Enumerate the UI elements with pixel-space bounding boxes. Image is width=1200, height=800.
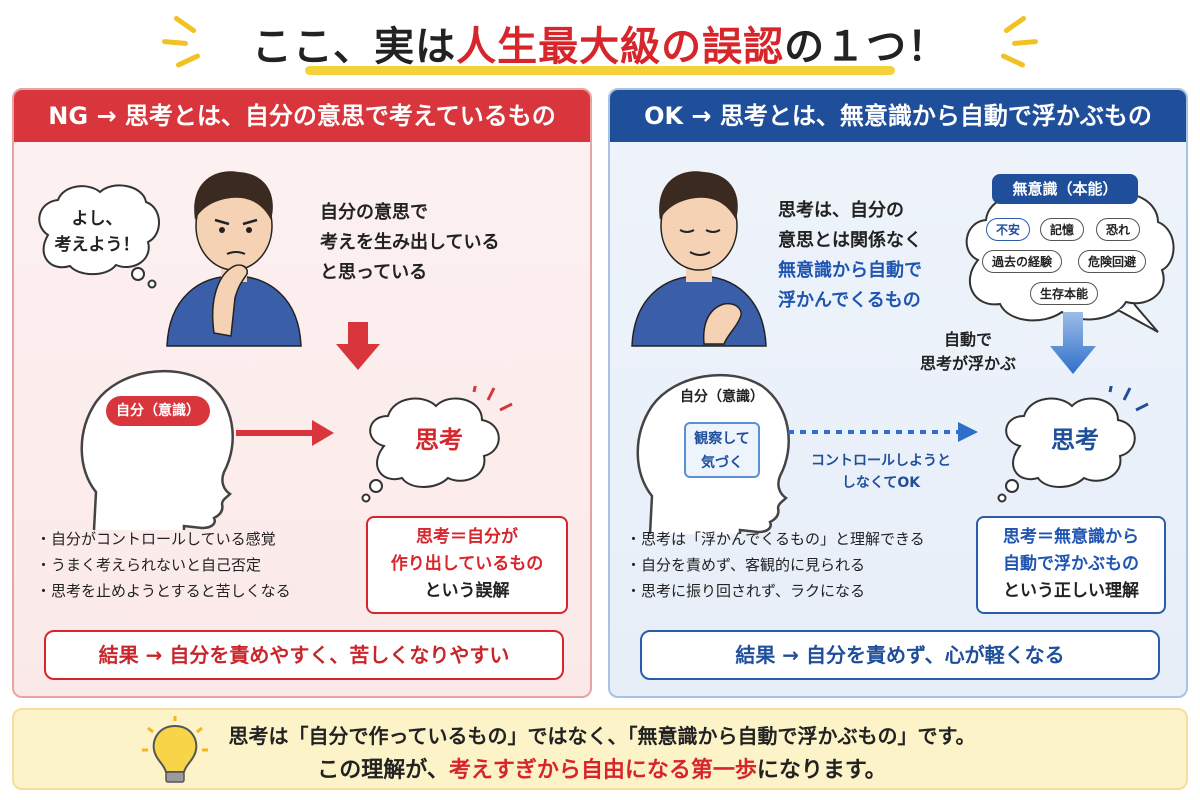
unconscious-tag: 過去の経験 [982, 250, 1063, 273]
auto-thought-label: 自動で 思考が浮かぶ [920, 328, 1016, 376]
control-note-line: コントロールしようと [811, 453, 951, 469]
unconscious-tag: 生存本能 [1030, 282, 1099, 305]
list-item: うまく考えられないと自己否定 [36, 552, 291, 578]
title-suffix: の１つ！ [784, 24, 949, 70]
ok-caption-line: 意思とは関係なく [778, 230, 922, 251]
box-line: 思考＝自分が [416, 527, 518, 547]
page-title: ここ、実は人生最大級の誤認の１つ！ [0, 14, 1200, 72]
ok-understanding-box: 思考＝無意識から 自動で浮かぶもの という正しい理解 [976, 516, 1166, 614]
arrow-down-icon [336, 322, 380, 370]
lightbulb-icon [142, 716, 208, 783]
bubble-line-1: よし、 [71, 209, 123, 229]
footer-line-2-emphasis: 考えすぎから自由になる第一歩 [448, 758, 757, 783]
list-item: 思考を止めようとすると苦しくなる [36, 578, 291, 604]
footer-line-2: この理解が、考えすぎから自由になる第一歩になります。 [14, 752, 1190, 784]
bubble-text: よし、 考えよう！ [52, 206, 142, 258]
unconscious-tag: 危険回避 [1078, 250, 1147, 273]
ng-bullet-list: 自分がコントロールしている感覚 うまく考えられないと自己否定 思考を止めようとす… [36, 526, 291, 604]
auto-label-line: 自動で [944, 330, 993, 349]
ng-caption: 自分の意思で 考えを生み出している と思っている [320, 198, 499, 288]
list-item: 自分を責めず、客観的に見られる [626, 552, 925, 578]
thought-cloud [997, 386, 1149, 503]
ng-thought-label: 思考 [415, 426, 463, 454]
ok-bullet-list: 思考は「浮かんでくるもの」と理解できる 自分を責めず、客観的に見られる 思考に振… [626, 526, 925, 604]
ng-misunderstanding-box: 思考＝自分が 作り出しているもの という誤解 [366, 516, 568, 614]
ng-header: NG → 思考とは、自分の意思で考えているもの [14, 90, 590, 142]
ok-caption-highlight: 無意識から自動で [778, 260, 922, 281]
ng-result: 結果 → 自分を責めやすく、苦しくなりやすい [44, 630, 564, 680]
ok-caption: 思考は、自分の 意思とは関係なく 無意識から自動で 浮かんでくるもの [778, 196, 922, 316]
control-note: コントロールしようと しなくてOK [796, 450, 966, 494]
arrow-right-icon [236, 420, 334, 446]
box-line: という誤解 [424, 581, 510, 601]
box-line: 作り出しているもの [390, 554, 544, 574]
calm-person-illustration [631, 171, 767, 347]
ok-header: OK → 思考とは、無意識から自動で浮かぶもの [610, 90, 1186, 142]
footer-line-1: 思考は「自分で作っているもの」ではなく、「無意識から自動で浮かぶもの」です。 [228, 724, 976, 748]
list-item: 思考は「浮かんでくるもの」と理解できる [626, 526, 925, 552]
footer-line-2-prefix: この理解が、 [317, 758, 449, 783]
ng-caption-line: 自分の意思で [320, 202, 428, 223]
control-note-line: しなくてOK [841, 475, 921, 491]
dotted-arrow-icon [788, 422, 978, 442]
ok-panel: OK → 思考とは、無意識から自動で浮かぶもの 思考は、自分の 意思とは関係なく… [608, 88, 1188, 698]
title-underline [305, 66, 895, 75]
auto-label-line: 思考が浮かぶ [920, 354, 1017, 373]
observe-line: 気づく [701, 455, 743, 471]
footer-line-2-suffix: になります。 [756, 758, 887, 783]
ng-caption-line: 考えを生み出している [320, 232, 500, 253]
thinking-person-illustration [166, 171, 302, 347]
box-line: 思考＝無意識から [1003, 527, 1139, 547]
ok-caption-highlight: 浮かんでくるもの [778, 290, 921, 311]
list-item: 思考に振り回されず、ラクになる [626, 578, 925, 604]
self-consciousness-label: 自分（意識） [106, 396, 210, 426]
ok-caption-line: 思考は、自分の [778, 200, 904, 221]
ok-result: 結果 → 自分を責めず、心が軽くなる [640, 630, 1160, 680]
title-highlight: 人生最大級の誤認 [456, 24, 785, 70]
ng-panel: NG → 思考とは、自分の意思で考えているもの よし、 考えよう！ 自分の意思で… [12, 88, 592, 698]
head-silhouette [80, 369, 234, 531]
footer-summary: 思考は「自分で作っているもの」ではなく、「無意識から自動で浮かぶもの」です。 こ… [12, 708, 1188, 790]
bubble-line-2: 考えよう！ [54, 235, 140, 255]
observe-line: 観察して [694, 431, 750, 447]
ok-thought-label: 思考 [1051, 426, 1099, 454]
unconscious-title: 無意識（本能） [992, 174, 1138, 204]
list-item: 自分がコントロールしている感覚 [36, 526, 291, 552]
title-prefix: ここ、実は [251, 24, 457, 70]
box-line: 自動で浮かぶもの [1003, 554, 1139, 574]
ng-caption-line: と思っている [320, 262, 428, 283]
unconscious-tag: 恐れ [1096, 218, 1141, 241]
observe-box: 観察して 気づく [684, 422, 760, 478]
thought-cloud [361, 386, 513, 503]
speech-bubble [38, 184, 160, 289]
unconscious-tag: 記憶 [1040, 218, 1085, 241]
arrow-down-icon [1050, 312, 1096, 374]
unconscious-tag: 不安 [986, 218, 1031, 241]
box-line: という正しい理解 [1003, 581, 1139, 601]
self-consciousness-label: 自分（意識） [680, 389, 764, 405]
